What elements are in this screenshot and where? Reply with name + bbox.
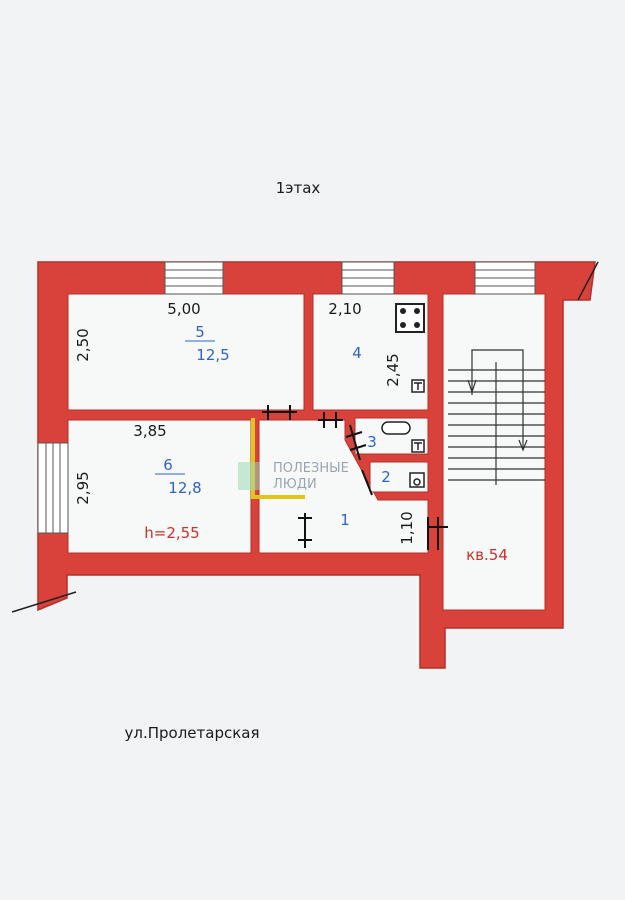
room-4-number: 4 [352,344,362,362]
dim-room5-width: 5,00 [167,300,200,318]
room-6-area: 12,8 [168,479,201,497]
room-3-number: 3 [367,433,377,451]
room-2-number: 2 [381,468,391,486]
room-1-number: 1 [340,511,350,529]
window-left [37,442,69,534]
windows [37,261,536,534]
room-6 [67,419,252,554]
dim-room6-width: 3,85 [133,422,166,440]
fixture-icons [381,379,425,488]
ceiling-height: h=2,55 [144,524,199,542]
door-marks [262,405,448,550]
dim-room5-depth: 2,50 [74,328,92,361]
dim-room4-depth: 2,45 [384,353,402,386]
apartment-number: кв.54 [466,546,508,564]
stairs [448,349,545,485]
dim-room4-width: 2,10 [328,300,361,318]
dim-room6-depth: 2,95 [74,471,92,504]
window-top-right [474,261,536,295]
watermark: ПОЛЕЗНЫЕ ЛЮДИ [238,461,349,492]
room-5-area: 12,5 [196,346,229,364]
window-top-left [164,261,224,295]
watermark-logo [238,462,260,490]
window-top-middle [341,261,395,295]
room-6-number: 6 [163,456,173,474]
cut-lines [11,261,599,613]
street-name: ул.Пролетарская [125,724,260,742]
rooms [67,293,546,611]
dim-corridor-depth: 1,10 [398,511,416,544]
room-5-number: 5 [195,323,205,341]
watermark-line2: ЛЮДИ [273,477,317,492]
watermark-line1: ПОЛЕЗНЫЕ [273,461,349,476]
stove-icon [395,303,425,333]
floor-label: 1этах [276,179,321,197]
room-1 [258,419,429,554]
yellow-partition [251,418,305,499]
room-5 [67,293,305,411]
